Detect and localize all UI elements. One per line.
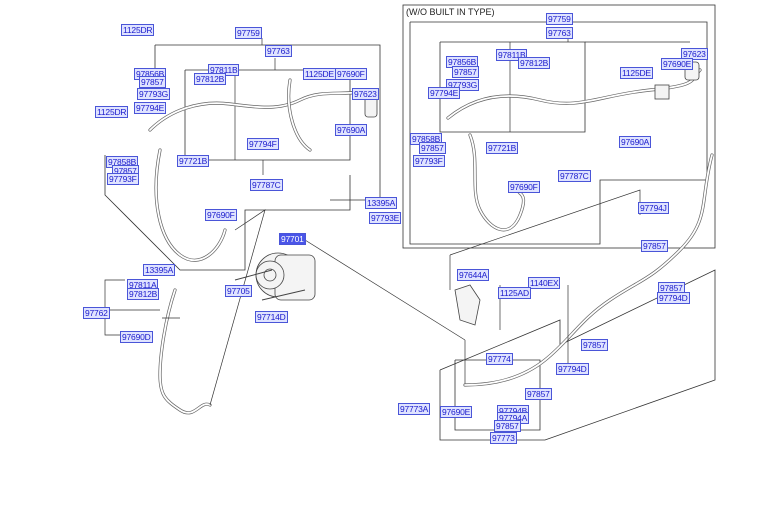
part-label-97690E[interactable]: 97690E [440, 406, 473, 418]
part-label-13395A-2[interactable]: 13395A [143, 264, 176, 276]
part-label-97857-r1[interactable]: 97857 [641, 240, 668, 252]
part-label-97812B[interactable]: 97812B [194, 73, 227, 85]
part-label-97857-r4[interactable]: 97857 [525, 388, 552, 400]
part-label-97690D[interactable]: 97690D [120, 331, 153, 343]
group-box-97773A [439, 269, 716, 441]
inset-label-97721B[interactable]: 97721B [486, 142, 519, 154]
part-label-97794J[interactable]: 97794J [638, 202, 669, 214]
inset-label-97759[interactable]: 97759 [546, 13, 573, 25]
part-label-97763[interactable]: 97763 [265, 45, 292, 57]
inset-label-97623[interactable]: 97623 [681, 48, 708, 60]
part-label-97690A[interactable]: 97690A [335, 124, 368, 136]
inset-label-97763[interactable]: 97763 [546, 27, 573, 39]
part-label-97774[interactable]: 97774 [486, 353, 513, 365]
part-label-97701-highlighted[interactable]: 97701 [279, 233, 306, 245]
part-label-97714D[interactable]: 97714D [255, 311, 288, 323]
part-label-97759[interactable]: 97759 [235, 27, 262, 39]
part-label-97794D-2[interactable]: 97794D [556, 363, 589, 375]
part-label-97644A[interactable]: 97644A [457, 269, 490, 281]
group-box-lower [104, 155, 351, 271]
inset-label-97857-2[interactable]: 97857 [419, 142, 446, 154]
inset-label-97690E[interactable]: 97690E [661, 58, 694, 70]
part-label-97787C[interactable]: 97787C [250, 179, 283, 191]
part-label-97762[interactable]: 97762 [83, 307, 110, 319]
inset-group-97763 [439, 41, 586, 133]
part-label-97690F[interactable]: 97690F [335, 68, 367, 80]
part-label-97721B[interactable]: 97721B [177, 155, 210, 167]
part-label-97623[interactable]: 97623 [352, 88, 379, 100]
inset-label-97794E[interactable]: 97794E [428, 87, 461, 99]
compressor-97701 [255, 252, 316, 301]
inset-title: (W/O BUILT IN TYPE) [406, 7, 495, 17]
part-label-97773A[interactable]: 97773A [398, 403, 431, 415]
inset-label-97793F[interactable]: 97793F [413, 155, 445, 167]
part-label-1125DR[interactable]: 1125DR [121, 24, 155, 36]
part-label-1125DR-2[interactable]: 1125DR [95, 106, 129, 118]
inset-label-97812B[interactable]: 97812B [518, 57, 551, 69]
part-label-1140EX[interactable]: 1140EX [528, 277, 561, 289]
inset-frame [402, 4, 716, 249]
part-label-97812B-2[interactable]: 97812B [127, 288, 160, 300]
inset-valve-block [654, 84, 670, 100]
part-label-97690F-2[interactable]: 97690F [205, 209, 237, 221]
inset-label-97857[interactable]: 97857 [452, 66, 479, 78]
part-label-97773[interactable]: 97773 [490, 432, 517, 444]
part-label-1125AD[interactable]: 1125AD [498, 287, 531, 299]
part-label-97794E[interactable]: 97794E [134, 102, 167, 114]
inset-label-1125DE[interactable]: 1125DE [620, 67, 653, 79]
part-label-97857-r3[interactable]: 97857 [581, 339, 608, 351]
inset-label-97690F[interactable]: 97690F [508, 181, 540, 193]
part-label-97794F[interactable]: 97794F [247, 138, 279, 150]
group-box-97763 [184, 69, 351, 161]
inset-label-97787C[interactable]: 97787C [558, 170, 591, 182]
bracket-97644A [454, 284, 481, 326]
inset-label-97690A[interactable]: 97690A [619, 136, 652, 148]
inset-group-97759 [409, 21, 708, 245]
part-label-97705[interactable]: 97705 [225, 285, 252, 297]
part-label-1125DE[interactable]: 1125DE [303, 68, 336, 80]
part-label-13395A[interactable]: 13395A [365, 197, 398, 209]
part-label-97857[interactable]: 97857 [139, 76, 166, 88]
part-label-97794D[interactable]: 97794D [657, 292, 690, 304]
part-label-97793E[interactable]: 97793E [369, 212, 402, 224]
part-label-97793G[interactable]: 97793G [137, 88, 171, 100]
part-label-97857-r5[interactable]: 97857 [494, 420, 521, 432]
part-label-97793F[interactable]: 97793F [107, 173, 139, 185]
